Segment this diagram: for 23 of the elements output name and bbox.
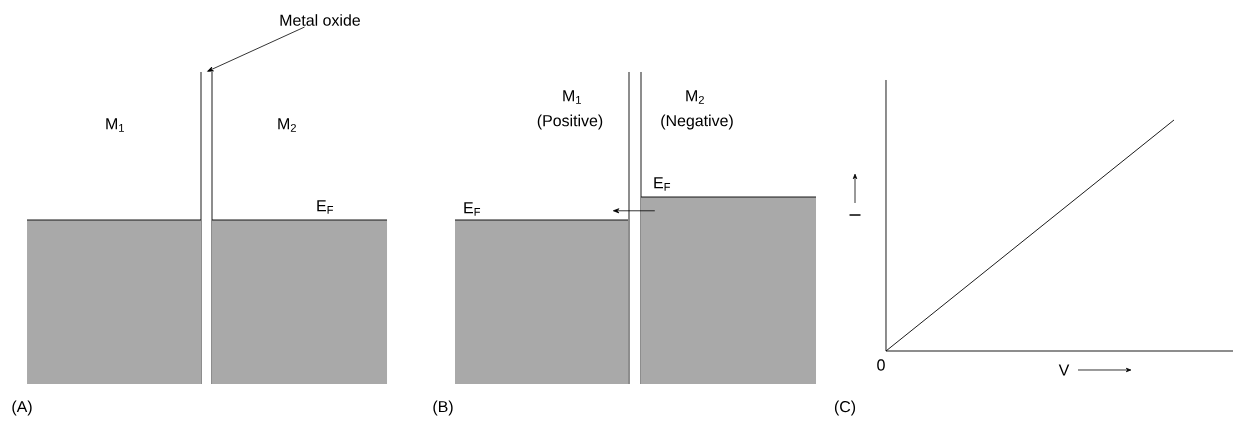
symbol-label: M$_{2}$ (278, 118, 296, 132)
oxide-layer (200, 71, 213, 385)
tick-label: 0 (877, 359, 885, 371)
symbol-label: E$_{F}$ (464, 202, 481, 216)
panel-label: (A) (12, 400, 32, 416)
symbol-label: E$_{F}$ (317, 200, 334, 214)
band-block (454, 219, 629, 384)
leader-line (207, 26, 305, 72)
band-block (640, 196, 817, 384)
band-block (211, 219, 388, 384)
callout-text: Metal oxide (280, 14, 360, 26)
charge-label: (Positive) (537, 114, 603, 130)
charge-label: (Negative) (661, 114, 733, 130)
panel-label: (B) (433, 400, 453, 416)
axis-label: V (1058, 364, 1070, 376)
arrow (612, 208, 656, 214)
symbol-label: E$_{F}$ (654, 177, 671, 191)
symbol-label: M$_{2}$ (686, 90, 704, 104)
axis-label: I (849, 214, 861, 216)
panel-label: (C) (834, 400, 856, 416)
symbol-label: M$_{1}$ (563, 90, 581, 104)
symbol-label: M$_{1}$ (106, 118, 124, 132)
band-block (26, 219, 202, 384)
